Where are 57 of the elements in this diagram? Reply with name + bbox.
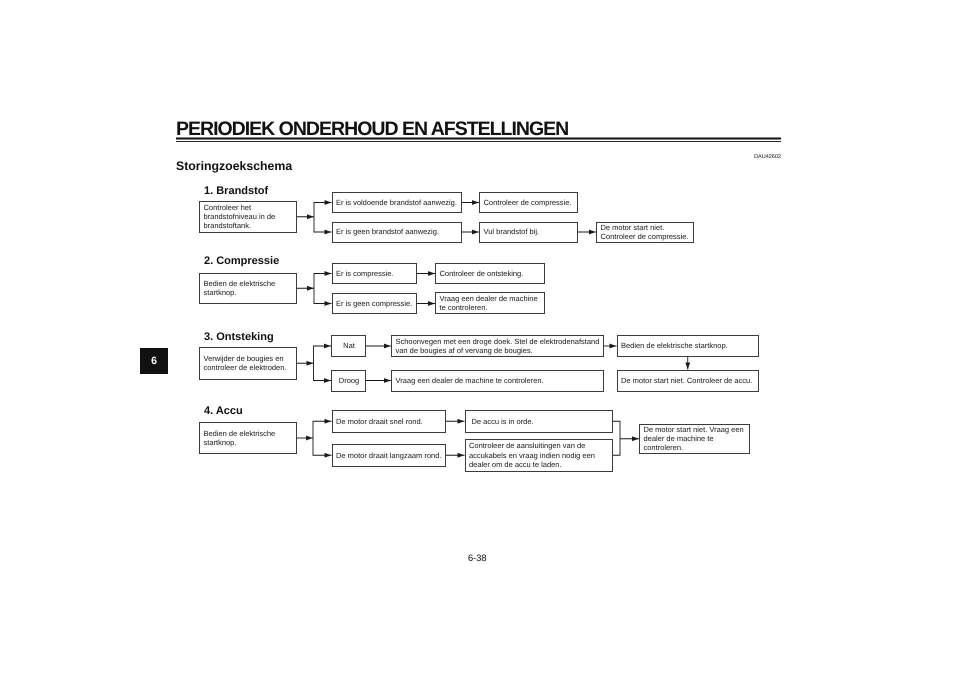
arrow (312, 418, 332, 438)
arrow (365, 378, 392, 383)
page-number: 6-38 (468, 553, 487, 564)
arrow (462, 230, 480, 234)
arrow (314, 271, 332, 289)
page-header: PERIODIEK ONDERHOUD EN AFSTELLINGEN (176, 118, 568, 140)
step-heading: 3. Ontsteking (204, 330, 274, 344)
arrow (685, 356, 690, 370)
process-box (199, 347, 297, 380)
process-box (199, 200, 297, 233)
process-box (464, 439, 612, 472)
process-box (332, 444, 446, 466)
process-box (479, 192, 578, 213)
step-heading: 4. Accu (204, 405, 243, 418)
process-box (596, 222, 694, 242)
arrow (314, 200, 332, 218)
process-box (332, 293, 416, 314)
arrow (416, 301, 436, 306)
process-box (435, 292, 544, 314)
process-box (435, 263, 544, 284)
process-box (479, 222, 578, 242)
section-title: Storingzoekschema (176, 158, 292, 173)
process-box (331, 370, 366, 392)
arrow (296, 360, 314, 366)
chapter-tab: 6 (140, 348, 168, 374)
process-box (391, 370, 604, 392)
process-box (332, 192, 462, 213)
arrow (416, 271, 436, 276)
arrow (365, 344, 392, 348)
arrow (296, 436, 314, 440)
arrow (620, 436, 640, 442)
arrow (296, 286, 314, 291)
arrow (314, 216, 332, 234)
process-box (199, 272, 297, 304)
arrow (604, 344, 617, 348)
step-heading: 2. Compressie (204, 255, 280, 268)
process-box (464, 410, 612, 432)
process-box (391, 335, 604, 357)
connector-line (612, 438, 620, 456)
process-box (616, 370, 759, 392)
step-heading: 1. Brandstof (204, 185, 268, 198)
process-box (332, 410, 446, 432)
arrow (296, 214, 314, 220)
process-box (199, 422, 297, 454)
arrow (462, 200, 480, 205)
arrow (312, 438, 332, 458)
arrow (445, 452, 465, 458)
process-box (616, 335, 759, 357)
arrow (445, 418, 465, 424)
process-box (332, 222, 462, 242)
process-box (331, 335, 366, 357)
arrow (313, 344, 332, 364)
arrow (313, 362, 332, 383)
arrow (314, 288, 332, 306)
arrow (577, 230, 596, 234)
process-box (332, 263, 416, 284)
connector-line (612, 420, 620, 440)
